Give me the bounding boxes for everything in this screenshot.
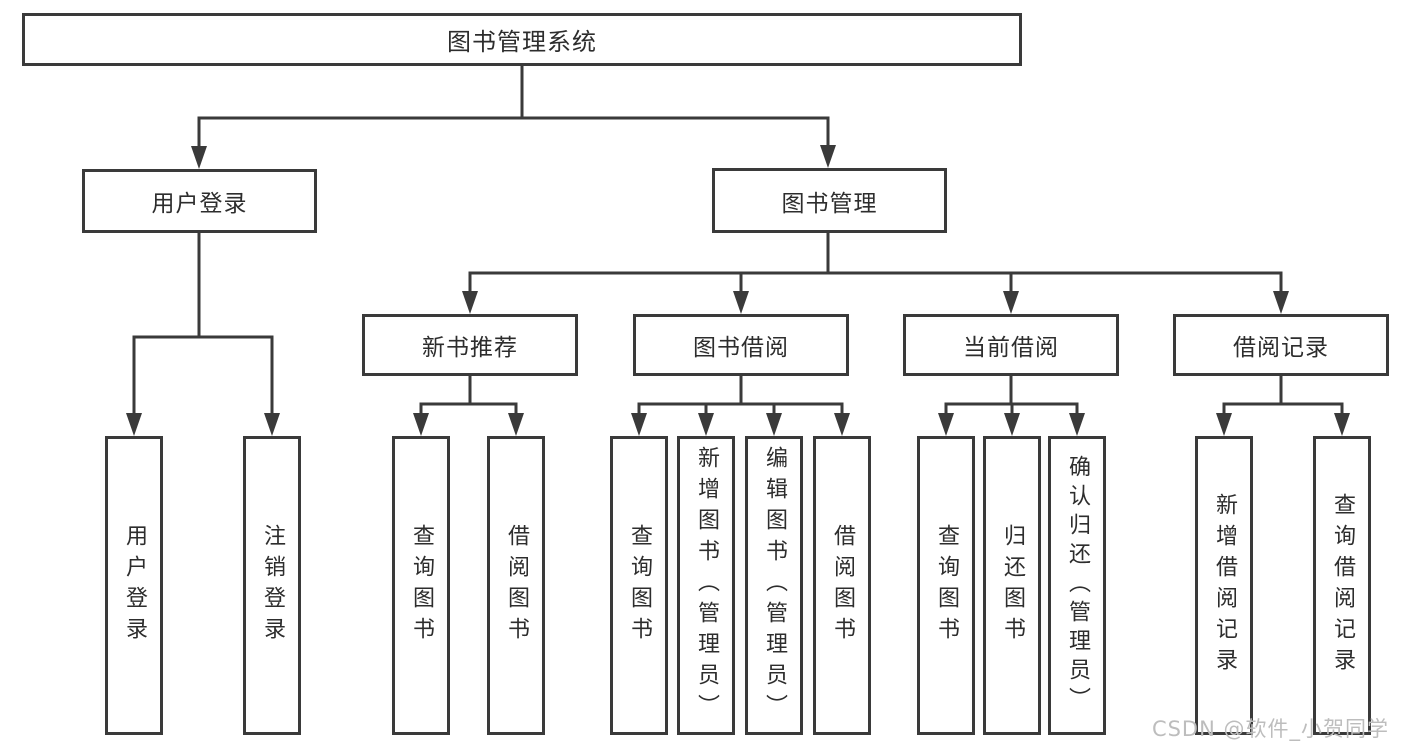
node-root: 图书管理系统 (22, 13, 1022, 66)
node-new-book-recommend: 新书推荐 (362, 314, 578, 376)
node-label: 新增借阅记录 (1212, 492, 1237, 679)
leaf-nbr-query-books: 查询图书 (392, 436, 450, 735)
node-label: 注销登录 (260, 523, 285, 648)
node-borrow-records: 借阅记录 (1173, 314, 1389, 376)
node-label: 查询图书 (627, 523, 652, 648)
leaf-br-query-record: 查询借阅记录 (1313, 436, 1371, 735)
edge-currentborrow-to-leaves (944, 374, 1079, 420)
edge-borrowrecords-to-leaves (1222, 374, 1344, 420)
node-label: 归还图书 (1000, 523, 1025, 648)
leaf-nbr-borrow-books: 借阅图书 (487, 436, 545, 735)
leaf-bb-query-books: 查询图书 (610, 436, 668, 735)
edge-root-to-level1 (197, 64, 830, 152)
csdn-watermark: CSDN @软件_小贺同学 (1151, 717, 1389, 741)
node-label: 图书管理 (781, 190, 878, 217)
leaf-cb-confirm-return-admin: 确认归还（管理员） (1048, 436, 1106, 735)
node-current-borrow: 当前借阅 (903, 314, 1119, 376)
leaf-user-login: 用户登录 (105, 436, 163, 735)
node-label: 用户登录 (122, 523, 147, 648)
node-user-login: 用户登录 (82, 169, 317, 233)
edge-bookborrow-to-leaves (637, 374, 844, 420)
node-label: 新增图书（管理员） (694, 446, 719, 725)
node-label: 查询图书 (934, 523, 959, 648)
leaf-logout: 注销登录 (243, 436, 301, 735)
node-book-management: 图书管理 (712, 168, 947, 233)
node-label: 图书借阅 (693, 335, 789, 361)
edge-bookmanagement-to-level2 (468, 231, 1283, 298)
leaf-cb-return-books: 归还图书 (983, 436, 1041, 735)
node-label: 新书推荐 (422, 335, 518, 361)
node-label: 确认归还（管理员） (1065, 455, 1090, 716)
edge-userlogin-to-leaves (132, 231, 274, 420)
node-label: 当前借阅 (963, 335, 1059, 361)
arrowheads (126, 145, 1350, 436)
node-label: 借阅图书 (504, 523, 529, 648)
node-label: 查询借阅记录 (1330, 492, 1355, 679)
leaf-bb-edit-book-admin: 编辑图书（管理员） (745, 436, 803, 735)
leaf-bb-borrow-books: 借阅图书 (813, 436, 871, 735)
node-label: 查询图书 (409, 523, 434, 648)
node-label: 借阅图书 (830, 523, 855, 648)
leaf-br-add-record: 新增借阅记录 (1195, 436, 1253, 735)
node-label: 编辑图书（管理员） (762, 446, 787, 725)
node-label: 借阅记录 (1233, 335, 1329, 361)
node-book-borrow: 图书借阅 (633, 314, 849, 376)
leaf-cb-query-books: 查询图书 (917, 436, 975, 735)
node-label: 图书管理系统 (447, 28, 597, 56)
node-label: 用户登录 (151, 191, 248, 217)
leaf-bb-add-book-admin: 新增图书（管理员） (677, 436, 735, 735)
edge-newbookrec-to-leaves (419, 374, 518, 420)
